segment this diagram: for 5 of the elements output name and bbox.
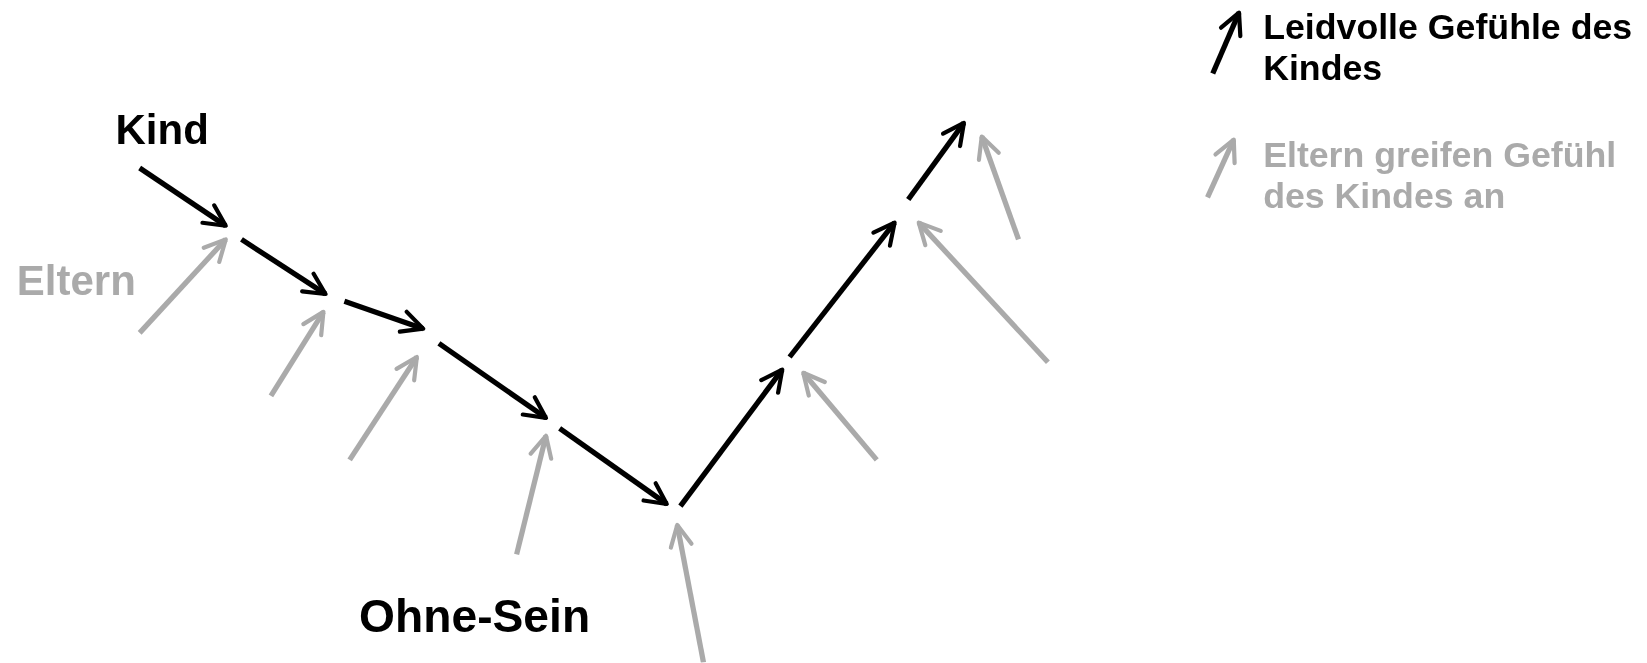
legend-label: Leidvolle Gefühle des Kindes (1263, 6, 1634, 89)
legend-label: Eltern greifen Gefühl des Kindes an (1263, 134, 1618, 217)
chain-label: Ohne-Sein (359, 590, 591, 644)
chain-label: Eltern (16, 256, 136, 305)
chain-label: Kind (115, 105, 209, 154)
